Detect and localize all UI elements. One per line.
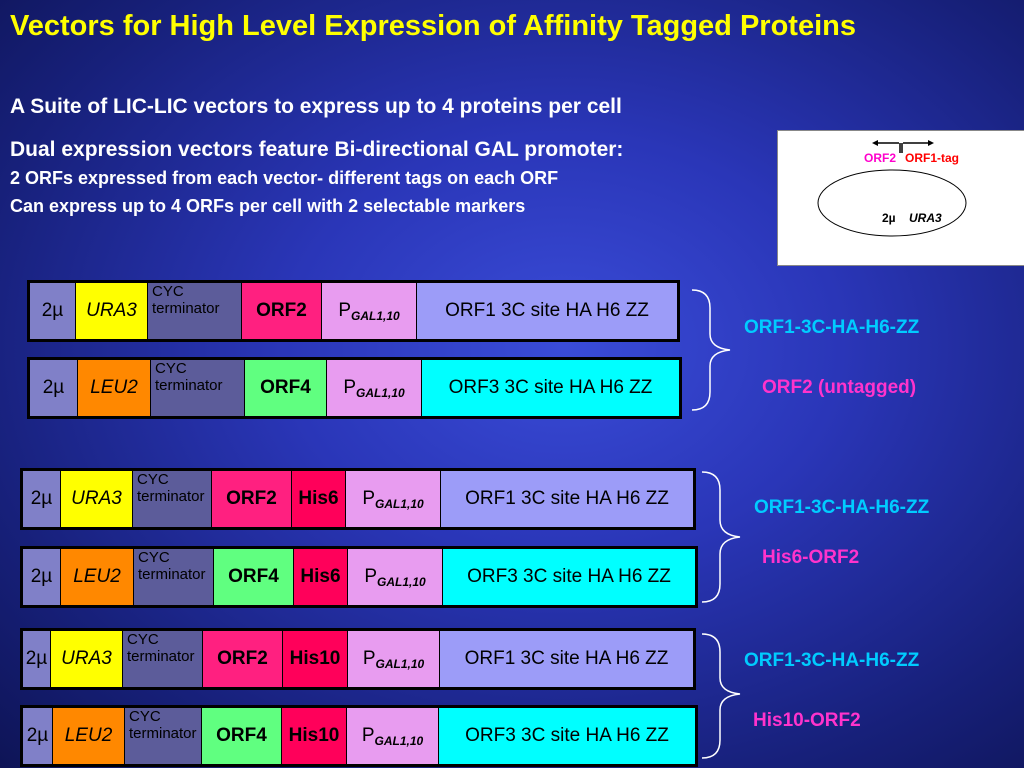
orf-b-segment: ORF3 3C site HA H6 ZZ <box>439 708 695 764</box>
two-mu-origin: 2µ <box>23 708 53 764</box>
promoter-p: P <box>338 300 351 321</box>
promoter-subscript: GAL1,10 <box>374 734 424 748</box>
plasmid-2mu-label: 2µ <box>882 211 896 225</box>
marker-segment: URA3 <box>51 631 123 687</box>
marker-segment: LEU2 <box>61 549 134 605</box>
plasmid-orf1-tag-label: ORF1-tag <box>905 151 959 165</box>
terminator-label: terminator <box>152 300 220 317</box>
promoter-p: P <box>343 377 356 398</box>
orf-a-segment: ORF4 <box>214 549 294 605</box>
promoter-p: P <box>361 725 375 746</box>
his-tag-segment: His10 <box>283 631 348 687</box>
his-tag-segment: His10 <box>282 708 347 764</box>
orf-a-segment: ORF2 <box>212 471 292 527</box>
tag-label: ORF2 (untagged) <box>762 377 917 398</box>
description-line: Can express up to 4 ORFs per cell with 2… <box>10 196 526 216</box>
description-line: Dual expression vectors feature Bi-direc… <box>10 138 624 161</box>
tag-label: ORF1-3C-HA-H6-ZZ <box>744 650 920 671</box>
promoter-p: P <box>362 648 376 669</box>
promoter-subscript: GAL1,10 <box>377 575 426 589</box>
promoter-subscript: GAL1,10 <box>375 657 425 671</box>
tag-label: ORF1-3C-HA-H6-ZZ <box>754 497 930 518</box>
plasmid-map: ORF2 ORF1-tag 2µ URA3 <box>777 130 1024 266</box>
tag-label: His6-ORF2 <box>762 547 860 568</box>
marker-segment: URA3 <box>61 471 133 527</box>
group-brace <box>691 289 731 411</box>
orf-a-segment: ORF2 <box>242 283 322 339</box>
two-mu-origin: 2µ <box>23 631 51 687</box>
marker-segment: URA3 <box>76 283 148 339</box>
terminator-label: terminator <box>127 648 195 665</box>
two-mu-origin: 2µ <box>23 471 61 527</box>
his-tag-segment: His6 <box>292 471 346 527</box>
promoter-p: P <box>364 566 377 587</box>
plasmid-orf2-label: ORF2 <box>864 151 897 165</box>
two-mu-origin: 2µ <box>23 549 61 605</box>
terminator-label: terminator <box>137 488 205 505</box>
cyc-label: CYC <box>155 360 187 377</box>
subtitle-line: A Suite of LIC-LIC vectors to express up… <box>10 95 622 118</box>
cyc-label: CYC <box>152 283 184 300</box>
promoter-p: P <box>362 488 375 509</box>
slide-title: Vectors for High Level Expression of Aff… <box>10 10 856 42</box>
marker-segment: LEU2 <box>53 708 125 764</box>
terminator-label: terminator <box>129 725 197 742</box>
orf-a-segment: ORF4 <box>202 708 282 764</box>
group-brace <box>701 471 741 603</box>
terminator-label: terminator <box>138 566 206 583</box>
his-tag-segment: His6 <box>294 549 348 605</box>
orf-b-segment: ORF3 3C site HA H6 ZZ <box>443 549 695 605</box>
orf-b-segment: ORF1 3C site HA H6 ZZ <box>417 283 677 339</box>
description-line: 2 ORFs expressed from each vector- diffe… <box>10 168 559 188</box>
orf-b-segment: ORF1 3C site HA H6 ZZ <box>440 631 693 687</box>
marker-segment: LEU2 <box>78 360 151 416</box>
group-brace <box>701 633 741 759</box>
orf-a-segment: ORF4 <box>245 360 327 416</box>
tag-label: ORF1-3C-HA-H6-ZZ <box>744 317 920 338</box>
cyc-label: CYC <box>137 471 169 488</box>
cyc-label: CYC <box>127 631 159 648</box>
promoter-subscript: GAL1,10 <box>351 309 400 323</box>
two-mu-origin: 2µ <box>30 283 76 339</box>
tag-label: His10-ORF2 <box>753 710 861 731</box>
promoter-subscript: GAL1,10 <box>375 497 424 511</box>
plasmid-marker-label: URA3 <box>909 211 942 225</box>
orf-b-segment: ORF3 3C site HA H6 ZZ <box>422 360 679 416</box>
terminator-label: terminator <box>155 377 223 394</box>
orf-a-segment: ORF2 <box>203 631 283 687</box>
cyc-label: CYC <box>129 708 161 725</box>
cyc-label: CYC <box>138 549 170 566</box>
two-mu-origin: 2µ <box>30 360 78 416</box>
promoter-subscript: GAL1,10 <box>356 386 405 400</box>
plasmid-drawing <box>817 140 967 237</box>
orf-b-segment: ORF1 3C site HA H6 ZZ <box>441 471 693 527</box>
